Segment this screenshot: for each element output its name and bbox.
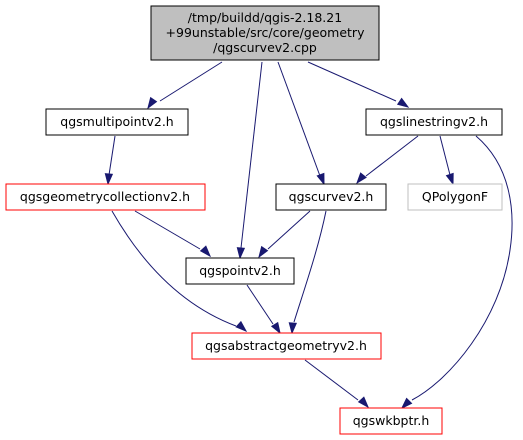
edge-line (267, 210, 311, 250)
edge-arrowhead (316, 172, 325, 186)
edge-line (240, 61, 263, 249)
node-qgsmultipointv2[interactable]: qgsmultipointv2.h (45, 108, 189, 136)
edge-line (293, 210, 327, 323)
node-qgscurvev2[interactable]: qgscurvev2.h (275, 183, 387, 211)
edge-root-to-point (236, 61, 263, 260)
edge-linestring-to-wkbptr (400, 135, 513, 410)
edge-point-to-abstractgeom (246, 284, 281, 335)
edge-root-to-linestring (307, 61, 410, 108)
node-qpolygonf-box (407, 183, 503, 211)
edge-root-to-curve (277, 61, 325, 186)
edge-arrowhead (445, 172, 454, 186)
edge-line (246, 284, 274, 325)
node-qgspointv2[interactable]: qgspointv2.h (185, 257, 295, 285)
edge-line (159, 61, 223, 102)
edge-arrowhead (356, 172, 367, 185)
edge-arrowhead (288, 322, 297, 335)
node-qgswkbptr[interactable]: qgswkbptr.h (339, 407, 443, 435)
edge-arrowhead (235, 320, 248, 333)
edge-line (365, 135, 419, 177)
node-qgspointv2-label: qgspointv2.h (199, 263, 281, 278)
node-root-file[interactable]: /tmp/buildd/qgis-2.18.21 +99unstable/src… (150, 5, 380, 61)
node-qgsabstractgeometryv2-label: qgsabstractgeometryv2.h (205, 338, 367, 353)
node-root-label-line-3: /qgscurvev2.cpp (213, 40, 317, 55)
edge-arrowhead (258, 245, 269, 259)
node-qgslinestringv2-box (365, 108, 503, 136)
node-qpolygonf[interactable]: QPolygonF (407, 183, 503, 211)
edge-linestring-to-curve (356, 135, 419, 185)
edge-curve-to-point (258, 210, 311, 259)
node-qgscurvev2-label: qgscurvev2.h (289, 189, 374, 204)
edges-layer (104, 61, 513, 410)
edge-arrowhead (357, 396, 370, 409)
node-qgsgeometrycollectionv2-box (5, 183, 206, 211)
edge-line (134, 210, 201, 250)
edge-abstractgeom-to-wkbptr (304, 359, 370, 409)
node-root-label-line-1: /tmp/buildd/qgis-2.18.21 (188, 10, 342, 25)
node-qgspointv2-box (185, 257, 295, 285)
edge-arrowhead (236, 247, 246, 260)
edge-geomcollection-to-abstractgeom (111, 210, 248, 333)
edge-arrowhead (400, 397, 413, 410)
edge-arrowhead (104, 173, 114, 186)
edge-line (304, 359, 359, 401)
node-root-label-line-2: +99unstable/src/core/geometry (166, 25, 366, 40)
edge-line (439, 135, 451, 176)
edge-arrowhead (396, 97, 410, 108)
node-root-box (150, 5, 380, 61)
edge-geomcollection-to-point (134, 210, 212, 258)
node-qgswkbptr-box (339, 407, 443, 435)
node-qgsgeometrycollectionv2[interactable]: qgsgeometrycollectionv2.h (5, 183, 206, 211)
node-qgswkbptr-label: qgswkbptr.h (353, 413, 430, 428)
node-qgsmultipointv2-box (45, 108, 189, 136)
edge-arrowhead (199, 245, 212, 258)
node-qgslinestringv2-label: qgslinestringv2.h (380, 114, 488, 129)
edge-line (111, 210, 237, 327)
node-qgsgeometrycollectionv2-label: qgsgeometrycollectionv2.h (20, 189, 190, 204)
edge-line (307, 61, 397, 102)
node-qpolygonf-label: QPolygonF (422, 189, 488, 204)
node-qgscurvev2-box (275, 183, 387, 211)
node-qgsabstractgeometryv2[interactable]: qgsabstractgeometryv2.h (191, 332, 382, 360)
edge-arrowhead (147, 96, 158, 110)
edge-line (411, 135, 513, 401)
edge-line (277, 61, 321, 177)
node-qgsabstractgeometryv2-box (191, 332, 382, 360)
node-qgsmultipointv2-label: qgsmultipointv2.h (60, 114, 173, 129)
edge-curve-to-abstractgeom (288, 210, 327, 335)
edge-root-to-multipoint (147, 61, 223, 110)
edge-multipoint-to-geomcollection (104, 135, 116, 186)
edge-arrowhead (270, 321, 281, 335)
edge-line (108, 135, 116, 176)
node-qgslinestringv2[interactable]: qgslinestringv2.h (365, 108, 503, 136)
edge-linestring-to-qpolygonf (439, 135, 454, 186)
